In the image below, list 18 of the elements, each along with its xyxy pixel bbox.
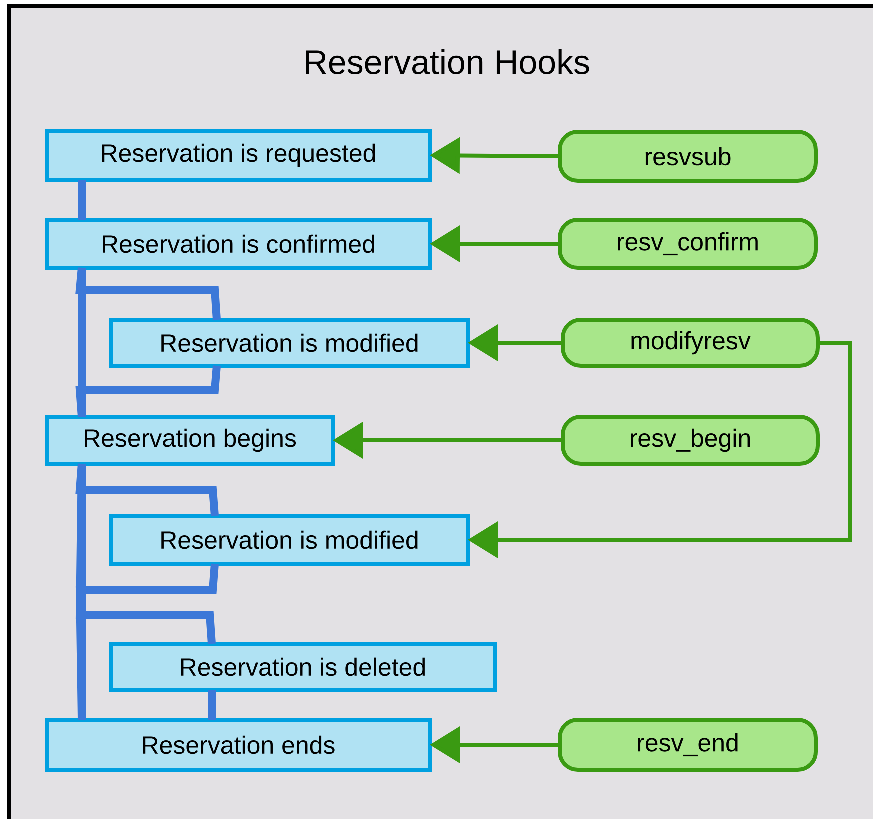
event-box: Reservation ends [45,718,432,772]
connector-line [208,690,216,720]
event-box: Reservation is requested [45,129,432,182]
connector-line [76,464,219,516]
event-box: Reservation is confirmed [45,218,432,270]
event-box: Reservation begins [45,415,335,466]
hook-pill: resv_end [558,718,818,772]
event-box: Reservation is deleted [109,642,497,692]
hook-pill: resvsub [558,130,818,183]
hook-pill: resv_confirm [558,218,818,270]
connector-line [78,180,86,220]
hook-pill: resv_begin [561,415,820,466]
connector-line [78,268,86,417]
connector-line [76,366,221,418]
hook-pill: modifyresv [561,318,820,368]
event-box: Reservation is modified [109,318,470,368]
title: Reservation Hooks [306,50,590,74]
event-box: Reservation is modified [109,514,470,566]
